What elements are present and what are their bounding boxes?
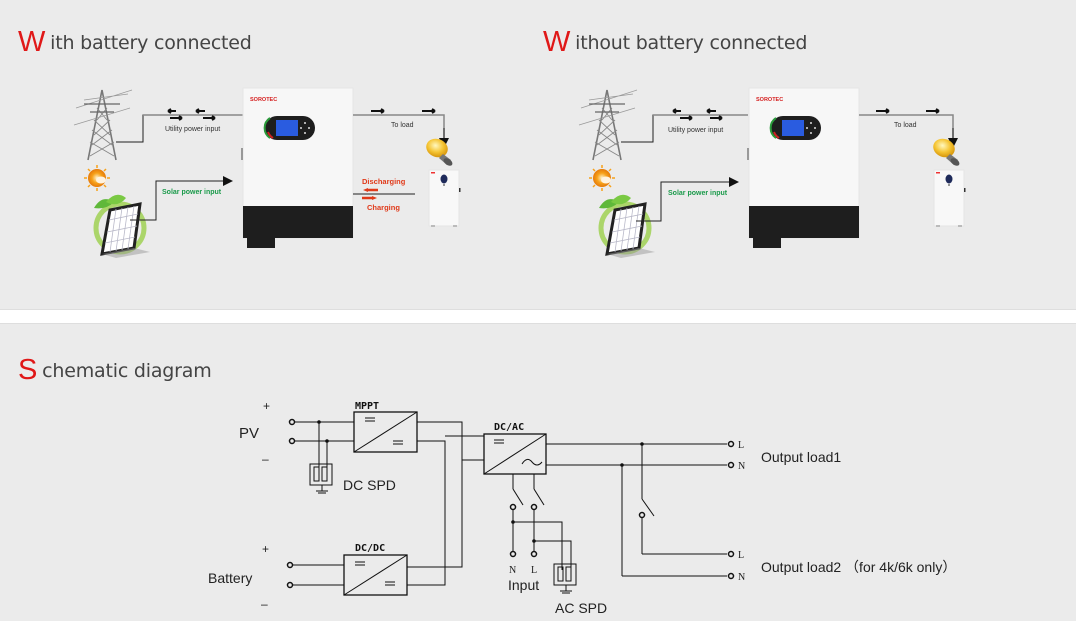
discharging-label: Discharging <box>362 177 406 186</box>
battery-cabinet-icon <box>428 169 461 228</box>
dc-spd-label: DC SPD <box>343 477 396 493</box>
bidirectional-arrows <box>167 108 216 121</box>
input-label: Input <box>508 577 539 593</box>
battery-plus-sign: + <box>262 542 269 556</box>
input-l-switch <box>533 488 545 506</box>
output1-l-terminal <box>727 440 735 448</box>
inverter-device <box>240 87 354 249</box>
solar-panel-icon <box>84 165 150 258</box>
bidirectional-arrows <box>672 108 723 121</box>
charging-label: Charging <box>367 203 400 212</box>
output1-n-terminal <box>727 461 735 469</box>
pv-minus-sign: – <box>262 452 269 466</box>
battery-plus-terminal <box>286 561 294 569</box>
utility-power-label: Utility power input <box>165 126 220 133</box>
pv-label: PV <box>239 425 259 442</box>
to-load-label: To load <box>391 122 414 129</box>
top-panel <box>0 0 1076 309</box>
input-l-terminal <box>530 550 538 558</box>
solar-power-label: Solar power input <box>162 189 222 196</box>
schematic-diagram: + PV – DC SPD MPPT + Battery – <box>208 399 956 616</box>
bottom-panel <box>0 324 1076 621</box>
output2-l-label: L <box>738 550 744 561</box>
output-load2-label: Output load2 （for 4k/6k only） <box>761 559 956 575</box>
output2-n-terminal <box>727 572 735 580</box>
with-battery-diagram: Utility power input Solar power input SO… <box>73 87 461 258</box>
output2-n-label: N <box>738 572 745 583</box>
section-divider <box>0 309 1076 324</box>
title-text: ithout battery connected <box>575 32 808 54</box>
output2-l-terminal <box>727 550 735 558</box>
pv-plus-sign: + <box>263 399 270 413</box>
inverter-device <box>746 87 860 249</box>
output1-l-label: L <box>738 440 744 451</box>
light-bulb-icon <box>423 135 454 168</box>
battery-minus-sign: – <box>261 597 268 611</box>
utility-power-label: Utility power input <box>668 127 723 134</box>
dcdc-label: DC/DC <box>355 543 385 554</box>
input-n-label: N <box>509 565 516 576</box>
utility-tower-icon <box>73 89 133 161</box>
battery-minus-terminal <box>286 581 294 589</box>
dcdc-converter-block <box>343 554 408 596</box>
output2-switch <box>641 498 655 517</box>
title-initial: S <box>18 354 38 386</box>
pv-plus-terminal <box>288 418 296 426</box>
battery-cabinet-icon <box>933 169 966 228</box>
mppt-converter-block <box>353 411 418 453</box>
dcac-label: DC/AC <box>494 422 524 433</box>
battery-label: Battery <box>208 570 252 586</box>
solar-power-label: Solar power input <box>668 190 728 197</box>
title-initial: W <box>543 26 571 58</box>
input-n-terminal <box>509 550 517 558</box>
title-text: ith battery connected <box>50 32 252 54</box>
output-load1-label: Output load1 <box>761 449 841 465</box>
input-l-label: L <box>531 565 537 576</box>
title-initial: W <box>18 26 46 58</box>
solar-panel-icon <box>589 165 655 258</box>
dcac-inverter-block <box>483 433 547 475</box>
ac-spd-symbol <box>553 563 577 586</box>
ac-spd-label: AC SPD <box>555 600 607 616</box>
title-text: chematic diagram <box>42 360 212 382</box>
brand-logo: SOROTEC <box>250 97 277 103</box>
pv-minus-terminal <box>288 437 296 445</box>
light-bulb-icon <box>930 135 961 168</box>
without-battery-diagram: Utility power input Solar power input SO… <box>578 87 966 258</box>
dc-spd-symbol <box>309 463 333 486</box>
brand-logo: SOROTEC <box>756 97 783 103</box>
utility-tower-icon <box>578 89 638 161</box>
mppt-label: MPPT <box>355 401 379 412</box>
input-n-switch <box>512 488 524 506</box>
to-load-label: To load <box>894 122 917 129</box>
output1-n-label: N <box>738 461 745 472</box>
